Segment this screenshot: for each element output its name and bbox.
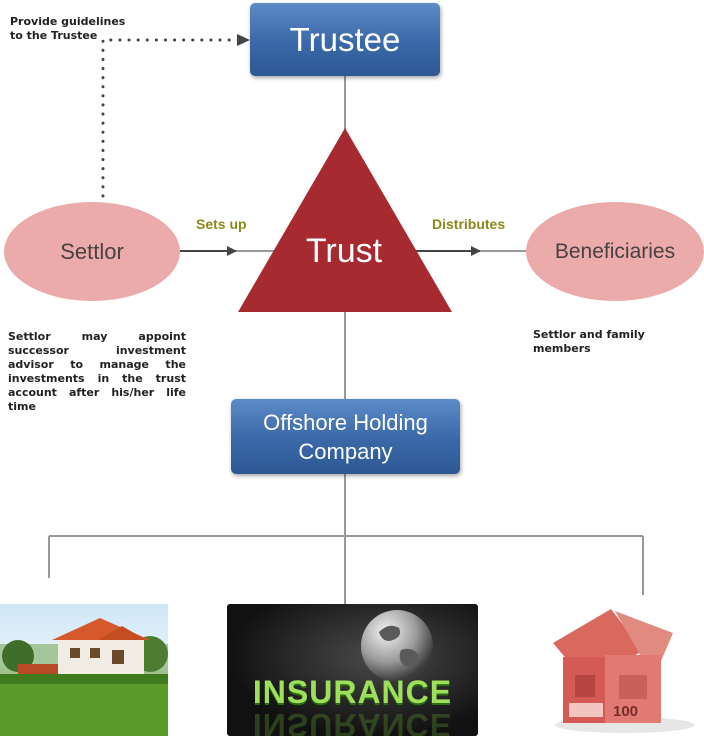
sets-up-label: Sets up [196,216,247,232]
trust-triangle [238,128,452,312]
trustee-label: Trustee [289,20,401,58]
offshore-holding-box: Offshore Holding Company [231,399,460,474]
guidelines-note-line1: Provide guidelines [10,15,126,28]
trustee-box: Trustee [250,3,440,76]
settlor-note: Settlor may appoint successor investment… [8,330,186,413]
family-note: Settlor and family members [533,328,645,355]
offshore-label-line2: Company [298,438,393,464]
beneficiaries-label: Beneficiaries [554,239,676,263]
guidelines-note-line2: to the Trustee [10,29,98,42]
beneficiaries-ellipse: Beneficiaries [526,202,704,301]
settlor-ellipse: Settlor [4,202,180,301]
guidelines-dotted-path [101,38,242,198]
insurance-reflection: INSURANCE [252,707,453,736]
offshore-label-line1: Offshore Holding [263,409,428,435]
trust-label: Trust [305,232,383,270]
money-house-image: 100 [535,595,704,736]
house-image [0,604,168,736]
settlor-label: Settlor [60,238,124,264]
insurance-image: INSURANCE INSURANCE [227,604,478,736]
distributes-label: Distributes [432,216,506,232]
guidelines-note: Provide guidelines to the Trustee [10,15,130,43]
money-denomination: 100 [613,703,639,720]
insurance-text: INSURANCE [252,674,453,710]
